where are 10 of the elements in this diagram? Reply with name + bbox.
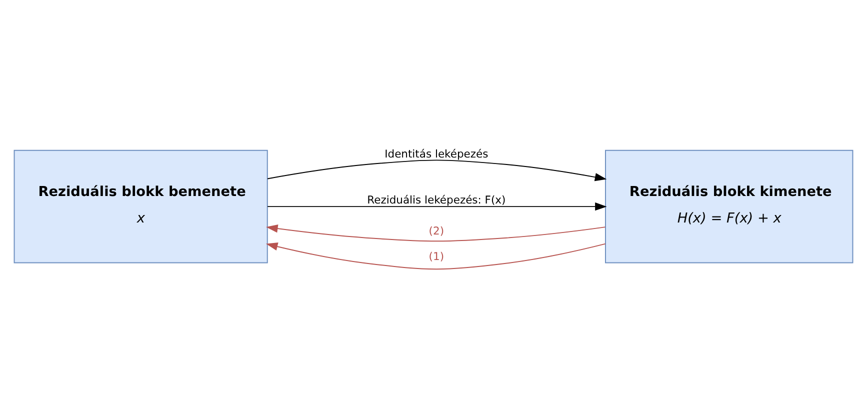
arrow — [267, 202, 607, 210]
arrow — [266, 242, 606, 270]
edge-label: (1) — [428, 250, 444, 263]
edge-label: Identitás leképezés — [384, 147, 488, 160]
arrow — [267, 159, 607, 181]
node-box: Reziduális blokk kimenete H(x) = F(x) + x — [605, 149, 854, 263]
edge-label: Reziduális leképezés: F(x) — [367, 192, 506, 206]
arrow — [266, 224, 606, 242]
node-box: Reziduális blokk bemenete x — [14, 149, 268, 263]
edge-label: (2) — [428, 224, 444, 238]
